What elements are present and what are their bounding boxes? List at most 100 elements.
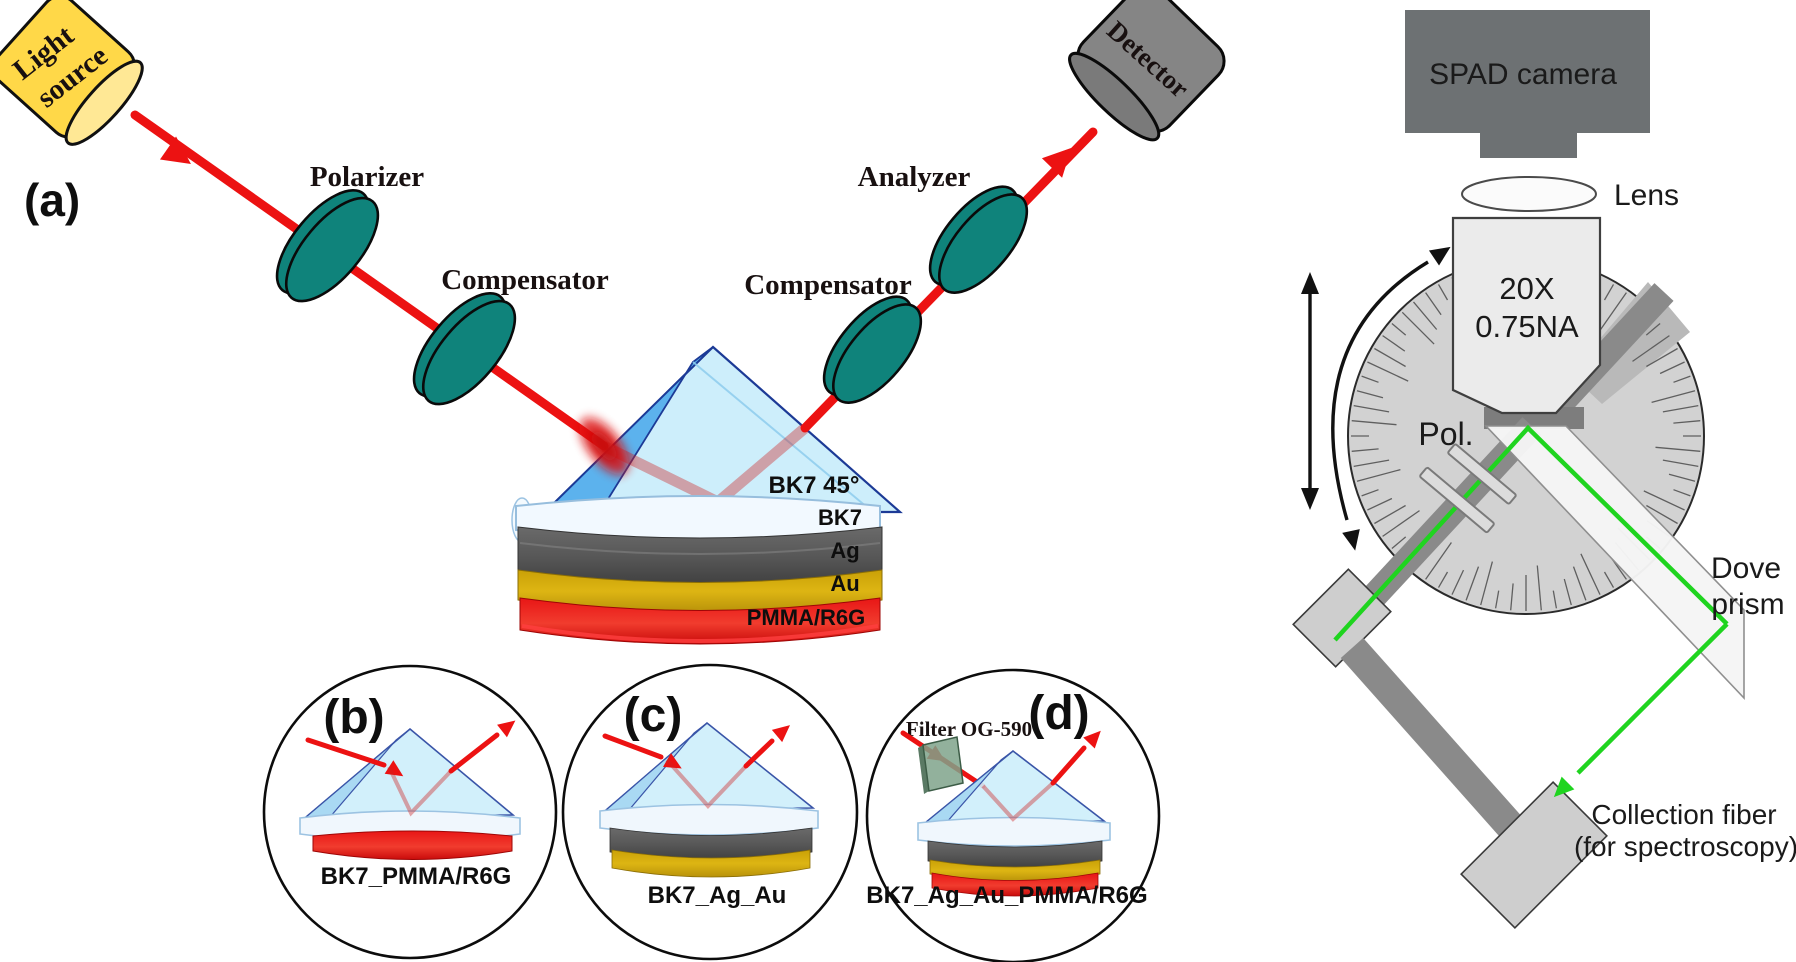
- inset-d-pmma-disc: [931, 872, 1099, 897]
- dial-tick: [1425, 542, 1452, 580]
- polarizer-plate-1: [1419, 466, 1495, 534]
- compensator-right-disk: [822, 295, 923, 405]
- spad-camera-label: SPAD camera: [1429, 58, 1617, 91]
- inset-d-filter-plate: [922, 736, 964, 792]
- light-source: [0, 0, 144, 146]
- dial-tick: [1632, 335, 1670, 362]
- dial-tick: [1603, 571, 1615, 588]
- dial-tick: [1645, 323, 1661, 336]
- dial-tick: [1536, 565, 1542, 611]
- inset-d-letter: (d): [1028, 687, 1089, 740]
- inset-b-caption: BK7_PMMA/R6G: [321, 863, 512, 890]
- compensator-left-face: [421, 299, 517, 406]
- prism-inner-edge: [692, 361, 869, 509]
- incoming-beam: [130, 110, 609, 451]
- dial-tick: [1374, 504, 1406, 525]
- dial-tick: [1494, 590, 1500, 609]
- rotation-arrow-icon: [1331, 246, 1451, 551]
- dial-tick: [1361, 375, 1379, 383]
- inset-d-caption: BK7_Ag_Au_PMMA/R6G: [866, 882, 1147, 909]
- lens: [1461, 176, 1597, 212]
- compensator-left-label: Compensator: [441, 264, 609, 296]
- dial-tick: [1480, 561, 1494, 606]
- inset-c-letter: (c): [624, 689, 683, 742]
- green-beam-arrowhead-icon: [1553, 776, 1575, 798]
- dial-tick: [1643, 490, 1685, 511]
- dial-tick: [1646, 347, 1678, 368]
- inset-c-internal-beam: [665, 758, 748, 809]
- collection-fiber-label-line2: (for spectroscopy): [1574, 831, 1796, 862]
- dial-tick: [1563, 578, 1572, 606]
- dial-tick: [1510, 583, 1514, 611]
- dial-tick: [1646, 504, 1678, 525]
- inset-b-letter: (b): [323, 691, 384, 744]
- polarizer-disk-face: [284, 196, 380, 303]
- dial-tick: [1662, 459, 1699, 468]
- outgoing-beam-arrowhead-icon: [1041, 147, 1072, 178]
- dial-tick: [1353, 459, 1390, 468]
- inset-b-in-arrowhead-icon: [384, 760, 404, 777]
- dove-prism-slab: [1484, 425, 1745, 701]
- layer-label-au: Au: [830, 571, 859, 596]
- dial-tick: [1437, 284, 1449, 301]
- sample-stack: [511, 495, 883, 645]
- dial-tick: [1351, 448, 1379, 452]
- polarizer-disk: [275, 189, 380, 303]
- analyzer-disk: [928, 185, 1029, 295]
- detector-cap: [1068, 51, 1161, 142]
- dial-tick: [1659, 361, 1685, 375]
- dial-tick: [1413, 301, 1438, 330]
- dial-tick: [1391, 536, 1407, 549]
- inset-d-internal-beam: [981, 781, 1055, 822]
- lens-label: Lens: [1614, 179, 1679, 212]
- panel-a-letter: (a): [24, 174, 80, 226]
- dove-prism-label-line1: Dove: [1711, 552, 1781, 585]
- dial-tick: [1572, 566, 1587, 601]
- dial-tick: [1465, 566, 1480, 601]
- inset-c-out-arrowhead-icon: [771, 725, 791, 743]
- collection-fiber-block: [1460, 781, 1608, 929]
- inset-d: (d) Filter OG-590 BK7_Ag_Au_PMMA/R6G: [865, 668, 1161, 962]
- objective-label-line1: 20X: [1499, 271, 1554, 306]
- dial-tick: [1451, 569, 1465, 595]
- dial-tick: [1374, 347, 1406, 368]
- dial-tick: [1391, 323, 1407, 336]
- layer-label-ag: Ag: [830, 538, 859, 563]
- inset-b-pmma-disc: [312, 830, 513, 860]
- dial-tick: [1367, 361, 1409, 382]
- vertical-motion-arrow-icon: [1301, 272, 1319, 510]
- dove-prism-label-line2: prism: [1711, 588, 1784, 621]
- pol-label: Pol.: [1418, 416, 1473, 452]
- compensator-left-disk: [412, 292, 517, 406]
- dial-tick: [1668, 473, 1696, 482]
- inset-d-filter-label: Filter OG-590: [906, 717, 1032, 741]
- fiber-arm: [1340, 638, 1524, 838]
- dial-tick: [1603, 284, 1615, 301]
- incoming-beam-arrowhead-icon: [159, 136, 191, 165]
- pmma-bottom-glint: [521, 624, 879, 643]
- detector: [1068, 0, 1226, 142]
- dial-tick: [1651, 390, 1696, 404]
- inset-b-in-beam: [305, 737, 387, 768]
- silver-streak: [519, 542, 881, 555]
- dial-tick: [1382, 335, 1406, 352]
- inset-d-out-arrowhead-icon: [1083, 730, 1101, 749]
- prism-angle-label: BK7 45°: [769, 472, 860, 499]
- pmma-r6g-disc: [519, 597, 881, 645]
- dial-tick: [1367, 497, 1393, 511]
- polarizer-plate-2: [1447, 443, 1517, 505]
- dial-tick: [1655, 446, 1701, 452]
- inset-b-out-beam: [448, 732, 500, 774]
- dial-tick: [1673, 420, 1701, 424]
- inset-d-bk7-disc: [917, 816, 1111, 847]
- panel-right: 20X 0.75NA Lens SPAD camera Pol. Dove pr…: [1292, 10, 1796, 929]
- dial-tick: [1351, 420, 1397, 426]
- dial-tick: [1437, 571, 1449, 588]
- inset-b-out-arrowhead-icon: [497, 720, 516, 738]
- layer-label-pmma: PMMA/R6G: [747, 605, 866, 630]
- collection-fiber-label-line1: Collection fiber: [1591, 799, 1776, 830]
- dial-tick: [1356, 468, 1401, 482]
- green-beam: [1333, 424, 1729, 775]
